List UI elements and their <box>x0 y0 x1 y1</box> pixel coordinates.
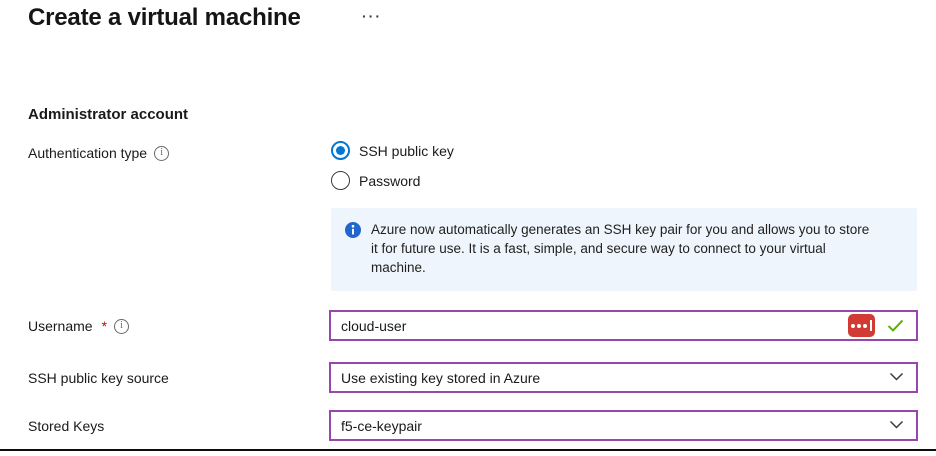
radio-label: Password <box>359 172 421 189</box>
authentication-type-label-row: Authentication type <box>28 145 170 161</box>
password-manager-autofill-icon[interactable] <box>848 314 875 337</box>
section-heading-administrator-account: Administrator account <box>28 106 189 123</box>
ssh-info-text: Azure now automatically generates an SSH… <box>371 222 870 275</box>
stored-keys-selected-value: f5-ce-keypair <box>341 417 422 434</box>
stored-keys-label-row: Stored Keys <box>28 418 104 434</box>
checkmark-icon <box>887 319 904 338</box>
info-tooltip-icon[interactable] <box>114 318 130 334</box>
radio-ssh-public-key[interactable]: SSH public key <box>331 141 454 160</box>
footer-divider <box>0 449 936 451</box>
chevron-down-icon <box>889 369 904 387</box>
ssh-source-dropdown[interactable]: Use existing key stored in Azure <box>329 362 918 393</box>
more-options-icon[interactable]: ··· <box>362 8 382 24</box>
stored-keys-dropdown[interactable]: f5-ce-keypair <box>329 410 918 441</box>
ssh-source-selected-value: Use existing key stored in Azure <box>341 369 541 386</box>
required-marker: * <box>101 318 108 334</box>
stored-keys-label: Stored Keys <box>28 418 105 434</box>
info-icon <box>345 222 361 238</box>
username-field <box>329 310 918 341</box>
page-title: Create a virtual machine <box>28 4 301 31</box>
ssh-info-banner: Azure now automatically generates an SSH… <box>331 208 917 291</box>
ssh-source-label-row: SSH public key source <box>28 370 169 386</box>
radio-password[interactable]: Password <box>331 171 420 190</box>
chevron-down-icon <box>889 417 904 435</box>
username-input[interactable] <box>331 312 916 339</box>
username-label-row: Username * <box>28 318 130 334</box>
authentication-type-label: Authentication type <box>28 145 148 161</box>
radio-unselected-icon[interactable] <box>331 171 350 190</box>
radio-label: SSH public key <box>359 142 454 159</box>
username-label: Username <box>28 318 93 334</box>
radio-selected-icon[interactable] <box>331 141 350 160</box>
info-tooltip-icon[interactable] <box>154 145 170 161</box>
ssh-source-label: SSH public key source <box>28 370 169 386</box>
